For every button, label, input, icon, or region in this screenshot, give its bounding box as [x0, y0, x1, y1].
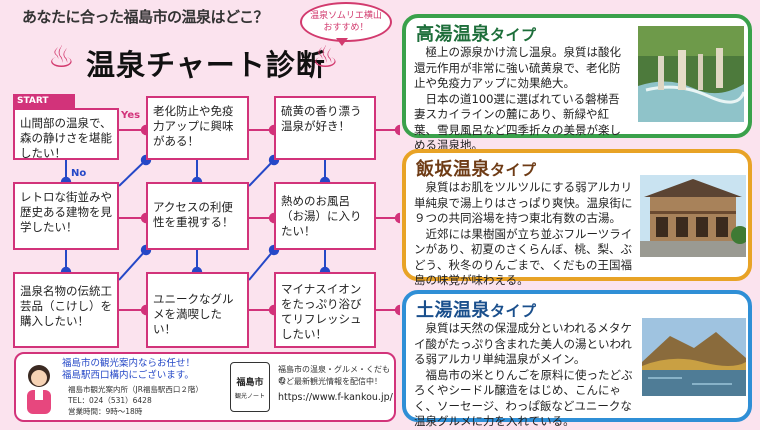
no-diagonal-arrow [118, 154, 152, 187]
tsuchiyu-description: 泉質は天然の保湿成分といわれるメタケイ酸がたっぷり含まれた美人の湯といわれる弱ア… [414, 321, 633, 428]
tourist-info-box: 福島市の観光案内ならお任せ！ 福島駅西口構内にございます。 福島市観光案内所（J… [14, 352, 396, 422]
info-tel: TEL：024（531）6428 [68, 396, 152, 405]
takayu-name: 高湯温泉 [416, 24, 490, 45]
promo-line-2: など最新観光情報を配信中！ [278, 377, 382, 386]
takayu-suffix: タイプ [490, 26, 537, 44]
flow-node-negative-ion: マイナスイオンをたっぷり浴びてリフレッシュしたい！ [274, 272, 376, 348]
kanko-note-logo: 福島市 観光ノート [230, 362, 270, 412]
bubble-line-2: おすすめ！ [323, 23, 369, 33]
flow-node-hot-bath: 熱めのお風呂（お湯）に入りたい！ [274, 182, 376, 250]
flow-node-retro: レトロな街並みや歴史ある建物を見学したい！ [13, 182, 119, 250]
flow-node-forest: 山間部の温泉で、森の静けさを堪能したい！ [13, 108, 119, 160]
logo-line-2: 観光ノート [234, 393, 265, 400]
takayu-title: 高湯温泉タイプ [416, 20, 537, 46]
iizaka-description: 泉質はお肌をツルツルにする弱アルカリ単純泉で湯上りはさっぱり爽快。温泉街に９つの… [414, 180, 633, 287]
no-diagonal-arrow [248, 154, 280, 187]
flow-node-access: アクセスの利便性を重視する！ [146, 182, 249, 250]
tsuchiyu-panel: 土湯温泉タイプ 泉質は天然の保湿成分といわれるメタケイ酸がたっぷり含まれた美人の… [402, 290, 752, 428]
tsuchiyu-photo [642, 318, 746, 396]
info-office: 福島市観光案内所（JR福島駅西口２階） [68, 385, 203, 394]
onsen-icon: ♨ [312, 40, 339, 75]
flow-node-gourmet: ユニークなグルメを満喫したい！ [146, 272, 249, 348]
flow-node-kokeshi: 温泉名物の伝統工芸品（こけし）を購入したい！ [13, 272, 119, 348]
page-title: 温泉チャート診断 [86, 48, 326, 82]
iizaka-name: 飯坂温泉 [416, 159, 490, 180]
flow-node-sulfur: 硫黄の香り漂う温泉が好き！ [274, 96, 376, 160]
no-diagonal-arrow [248, 244, 280, 281]
bubble-tail [336, 38, 348, 46]
iizaka-suffix: タイプ [490, 161, 537, 179]
iizaka-panel: 飯坂温泉タイプ 泉質はお肌をツルツルにする弱アルカリ単純泉で湯上りはさっぱり爽快… [402, 149, 752, 287]
website-link[interactable]: https://www.f-kankou.jp/ [278, 392, 393, 403]
takayu-panel: 高湯温泉タイプ 極上の源泉かけ流し温泉。泉質は酸化還元作用が非常に強い硫黄泉で、… [402, 14, 752, 152]
page-question: あなたに合った福島市の温泉はどこ？ [22, 8, 269, 26]
yes-label: Yes [121, 110, 141, 121]
no-diagonal-arrow [118, 244, 152, 281]
tsuchiyu-suffix: タイプ [490, 302, 537, 320]
takayu-photo [638, 26, 744, 122]
onsen-icon: ♨ [48, 40, 75, 75]
info-line-2: 福島駅西口構内にございます。 [62, 370, 194, 381]
info-hours: 営業時間：9時〜18時 [68, 407, 143, 416]
flow-connectors [60, 124, 400, 316]
start-label: START [13, 94, 75, 108]
bubble-line-1: 温泉ソムリエ横山 [310, 11, 382, 21]
guide-avatar [27, 365, 51, 414]
no-label: No [71, 168, 87, 179]
tsuchiyu-name: 土湯温泉 [416, 300, 490, 321]
info-line-1: 福島市の観光案内ならお任せ！ [62, 358, 196, 369]
tsuchiyu-title: 土湯温泉タイプ [416, 296, 537, 322]
logo-line-1: 福島市 [236, 378, 264, 388]
takayu-description: 極上の源泉かけ流し温泉。泉質は酸化還元作用が非常に強い硫黄泉で、老化防止や免疫力… [414, 45, 621, 152]
promo-line-1: 福島市の温泉・グルメ・くだもの [278, 365, 390, 385]
iizaka-photo [640, 175, 746, 257]
flow-node-antiaging: 老化防止や免疫力アップに興味がある！ [146, 96, 249, 160]
iizaka-title: 飯坂温泉タイプ [416, 155, 537, 181]
